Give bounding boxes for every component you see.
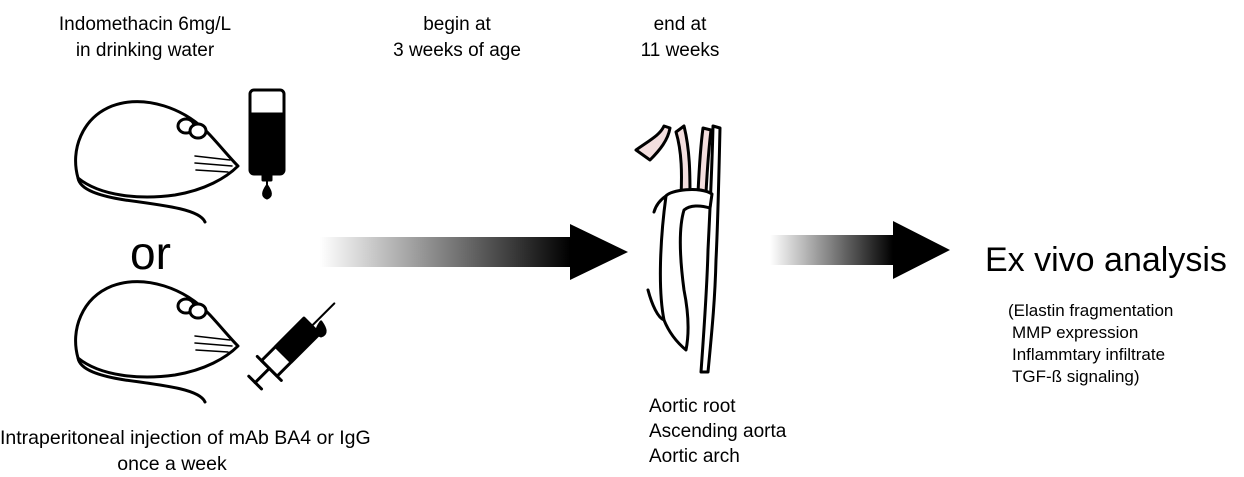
arrow-icon (320, 224, 628, 280)
mouse-icon (76, 282, 238, 402)
syringe-icon (243, 291, 346, 394)
arrow-icon (770, 221, 950, 279)
mouse-icon (76, 102, 238, 222)
aorta-icon (636, 126, 720, 372)
water-bottle-icon (250, 90, 284, 198)
